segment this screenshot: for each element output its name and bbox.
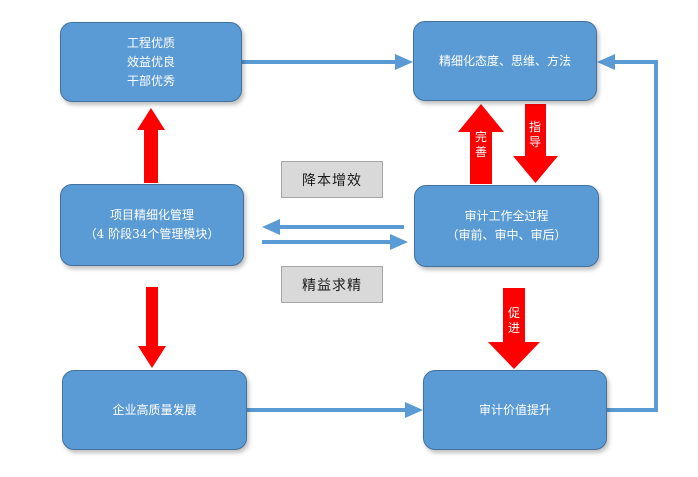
arrow-management-to-goals (137, 108, 165, 183)
label-cost-efficiency: 降本增效 (281, 161, 383, 198)
arrow-value-to-attitude (597, 54, 658, 412)
enterprise-box: 企业高质量发展 (62, 370, 247, 450)
goals-line-3: 干部优秀 (126, 73, 175, 88)
attitude-text: 精细化态度、思维、方法 (438, 53, 571, 68)
audit-process-line-1: 审计工作全过程 (464, 209, 549, 223)
arrow-management-to-audit (262, 234, 408, 250)
arrow-text-guide: 指导 (528, 120, 541, 149)
goals-line-1: 工程优质 (126, 35, 175, 50)
arrow-perfect (458, 104, 504, 184)
arrow-promote (488, 288, 540, 369)
arrow-text-perfect: 完善 (474, 130, 487, 159)
goals-box: 工程优质 效益优良 干部优秀 (60, 22, 242, 102)
management-line-1: 项目精细化管理 (109, 208, 194, 222)
arrow-text-promote: 促进 (507, 306, 520, 335)
audit-value-text: 审计价值提升 (478, 402, 551, 417)
management-line-2: （4 阶段34个管理模块） (84, 227, 220, 241)
management-box: 项目精细化管理 （4 阶段34个管理模块） (60, 184, 244, 266)
audit-process-box: 审计工作全过程 （审前、审中、审后） (414, 185, 599, 267)
audit-value-box: 审计价值提升 (423, 370, 607, 450)
goals-line-2: 效益优良 (126, 54, 175, 69)
arrow-management-to-enterprise (138, 287, 166, 368)
arrow-guide (513, 104, 558, 183)
audit-process-line-2: （审前、审中、审后） (446, 228, 567, 242)
arrow-enterprise-to-value (247, 402, 423, 418)
arrow-goals-to-attitude (242, 54, 413, 70)
enterprise-text: 企业高质量发展 (112, 402, 197, 417)
label-refine: 精益求精 (281, 266, 383, 303)
arrow-audit-to-management (262, 219, 404, 235)
attitude-box: 精细化态度、思维、方法 (413, 21, 597, 101)
